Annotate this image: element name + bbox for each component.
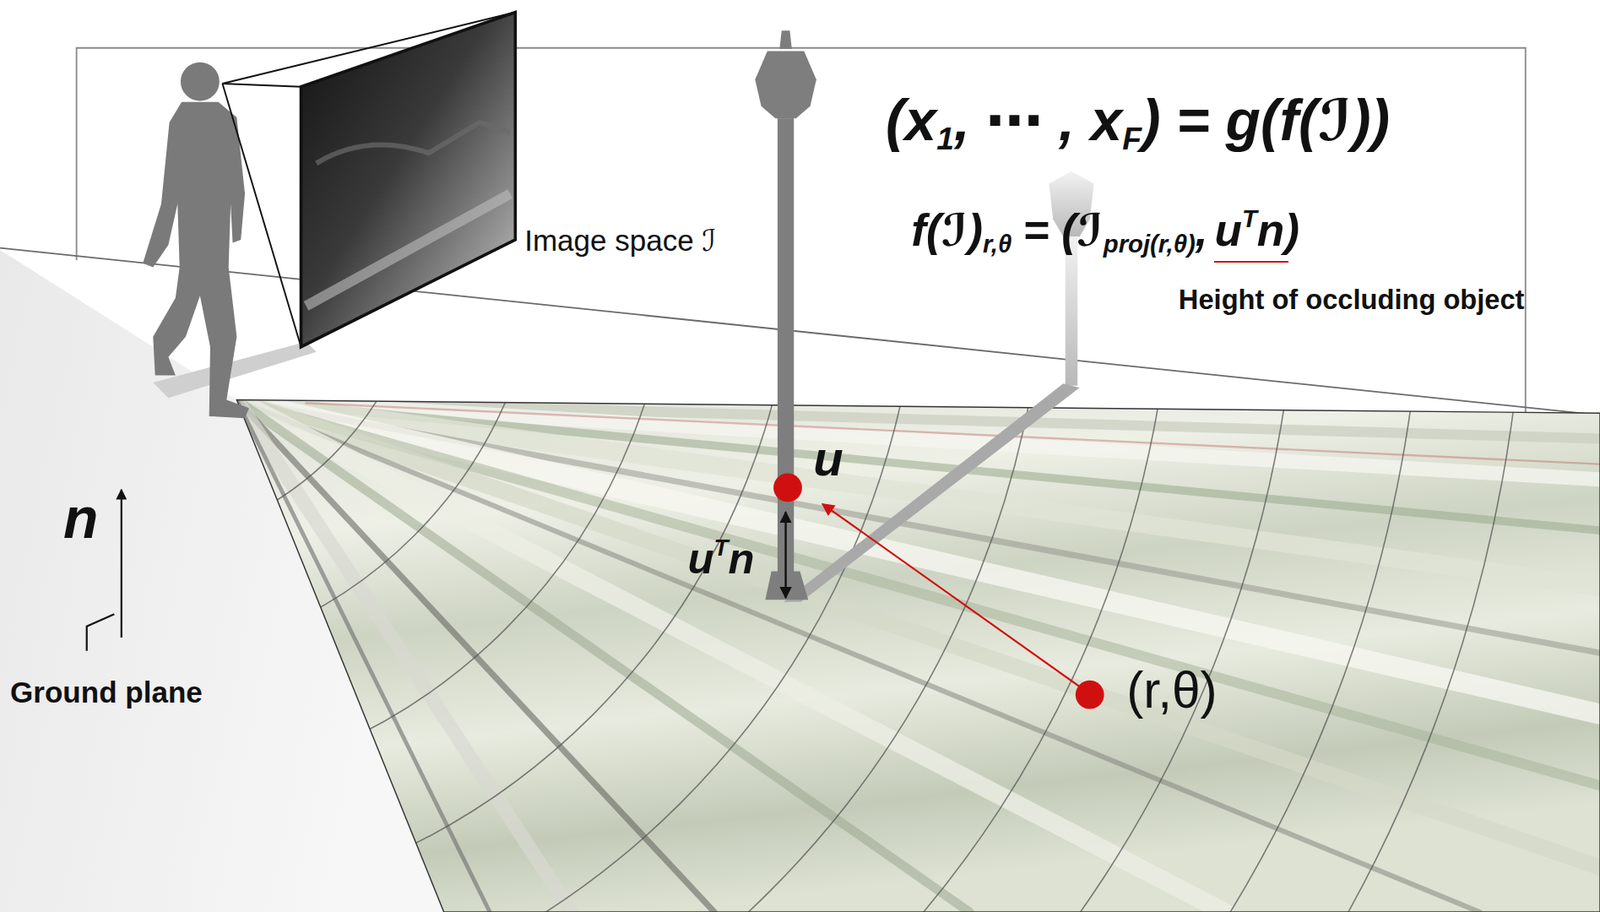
math-text: , ⋯ , x	[954, 88, 1123, 152]
superscript: T	[714, 534, 729, 561]
coordinate-label: (r,θ)	[1126, 661, 1217, 720]
math-text: ,	[1195, 205, 1209, 255]
math-text: ) = g(f(ℐ))	[1141, 88, 1390, 152]
formula-main: (x1, ⋯ , xF) = g(f(ℐ))	[885, 87, 1390, 158]
math-text: f(ℐ)	[911, 205, 983, 255]
math-text: Ground plane	[10, 675, 203, 709]
normal-label: n	[63, 485, 98, 552]
math-text: Height of occluding object	[1178, 283, 1525, 315]
superscript: T	[1242, 205, 1258, 233]
formula-feature: f(ℐ)r,θ = (ℐproj(r,θ),uTn)	[911, 204, 1300, 260]
subscript: r,θ	[982, 230, 1012, 258]
math-text: u	[1214, 205, 1242, 255]
subscript: proj(r,θ)	[1103, 230, 1196, 258]
math-text: u	[688, 534, 715, 583]
math-text: Image space ℐ	[524, 223, 716, 257]
red-underline	[1214, 260, 1288, 263]
math-text: n	[63, 486, 98, 550]
plane-label: Ground plane	[10, 675, 203, 710]
math-text: = (ℐ	[1023, 205, 1104, 255]
axis-label: Image space ℐ	[524, 223, 716, 258]
annotation-text: Height of occluding object	[1178, 283, 1525, 316]
math-text: n	[728, 534, 755, 583]
math-text: u	[813, 430, 843, 486]
subscript: F	[1122, 120, 1142, 157]
math-text: (r,θ)	[1126, 661, 1217, 719]
height-label: uTn	[688, 534, 755, 584]
math-text: n)	[1257, 205, 1300, 255]
math-text: (x	[885, 88, 937, 152]
point-label: u	[813, 430, 843, 488]
subscript: 1	[936, 120, 955, 157]
